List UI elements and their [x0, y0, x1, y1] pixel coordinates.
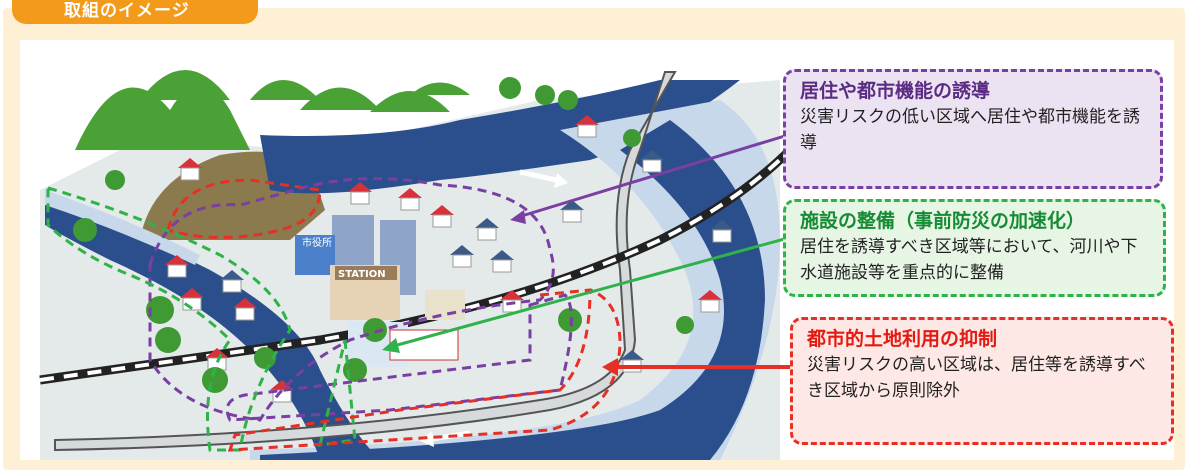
- illustration-area: 市役所 STATION: [20, 40, 1174, 460]
- pointer-arrow-green: [389, 236, 789, 349]
- red-zone-hill: [166, 178, 322, 239]
- river-upper: [260, 80, 740, 194]
- section-tab: 取組のイメージ: [12, 0, 258, 24]
- callout-body: 居住を誘導すべき区域等において、河川や下水道施設等を重点的に整備: [800, 237, 1138, 283]
- green-zone-left: [46, 185, 292, 452]
- callout-title: 都市的土地利用の抑制: [807, 328, 998, 350]
- city-hall-sign: 市役所: [302, 236, 332, 249]
- trees: [73, 77, 694, 393]
- river-left-bank: [45, 190, 200, 265]
- station-sign-bg: [335, 266, 397, 280]
- callout-title: 施設の整備（事前防災の加速化）: [800, 210, 1086, 232]
- green-zone-center: [318, 339, 357, 447]
- town-map-illustration: 市役所 STATION: [39, 70, 795, 460]
- callout-land-use-restriction: 都市的土地利用の抑制 災害リスクの高い区域は、居住等を誘導すべき区域から原則除外: [790, 317, 1174, 445]
- river-bank: [250, 100, 780, 460]
- purple-zone-2: [225, 293, 573, 422]
- callout-facility-maintenance: 施設の整備（事前防災の加速化） 居住を誘導すべき区域等において、河川や下水道施設…: [783, 199, 1166, 297]
- pointer-arrow-purple: [514, 133, 789, 220]
- river-left: [45, 190, 380, 460]
- purple-zone: [148, 177, 555, 422]
- callout-title: 居住や都市機能の誘導: [800, 80, 991, 102]
- station-sign: STATION: [338, 269, 386, 280]
- mountains: [75, 70, 470, 150]
- red-zone-river: [227, 288, 622, 452]
- river-lower: [260, 120, 765, 460]
- callout-body: 災害リスクの低い区域へ居住や都市機能を誘導: [800, 107, 1140, 153]
- callout-body: 災害リスクの高い区域は、居住等を誘導すべき区域から原則除外: [807, 355, 1146, 401]
- callout-residential-induction: 居住や都市機能の誘導 災害リスクの低い区域へ居住や都市機能を誘導: [783, 69, 1163, 189]
